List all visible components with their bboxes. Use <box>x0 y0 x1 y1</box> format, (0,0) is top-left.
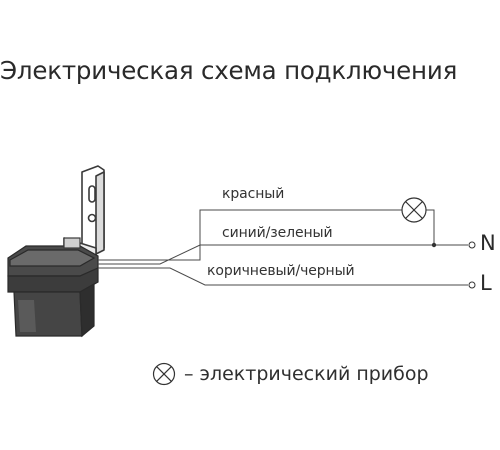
terminal-label-n: N <box>480 231 496 255</box>
terminal-l <box>468 281 476 289</box>
diagram-title: Электрическая схема подключения <box>0 56 458 85</box>
label-red-wire: красный <box>222 186 285 202</box>
photo-sensor-device <box>7 165 105 338</box>
terminal-n <box>468 241 476 249</box>
junction-dot <box>431 242 437 248</box>
brown-black-wire <box>98 267 468 286</box>
label-brown-black-wire: коричневый/черный <box>207 263 355 279</box>
lamp-lead <box>426 209 435 245</box>
red-wire <box>98 209 402 261</box>
lamp-cross-icon <box>152 362 176 386</box>
legend: – электрический прибор <box>152 362 429 386</box>
wires <box>98 209 468 286</box>
lamp-symbol-icon <box>401 197 427 223</box>
terminal-label-l: L <box>480 271 492 295</box>
blue-green-wire <box>98 244 468 265</box>
sensor-body <box>7 237 99 338</box>
label-blue-green-wire: синий/зеленый <box>222 225 333 241</box>
legend-text: – электрический прибор <box>184 363 429 385</box>
